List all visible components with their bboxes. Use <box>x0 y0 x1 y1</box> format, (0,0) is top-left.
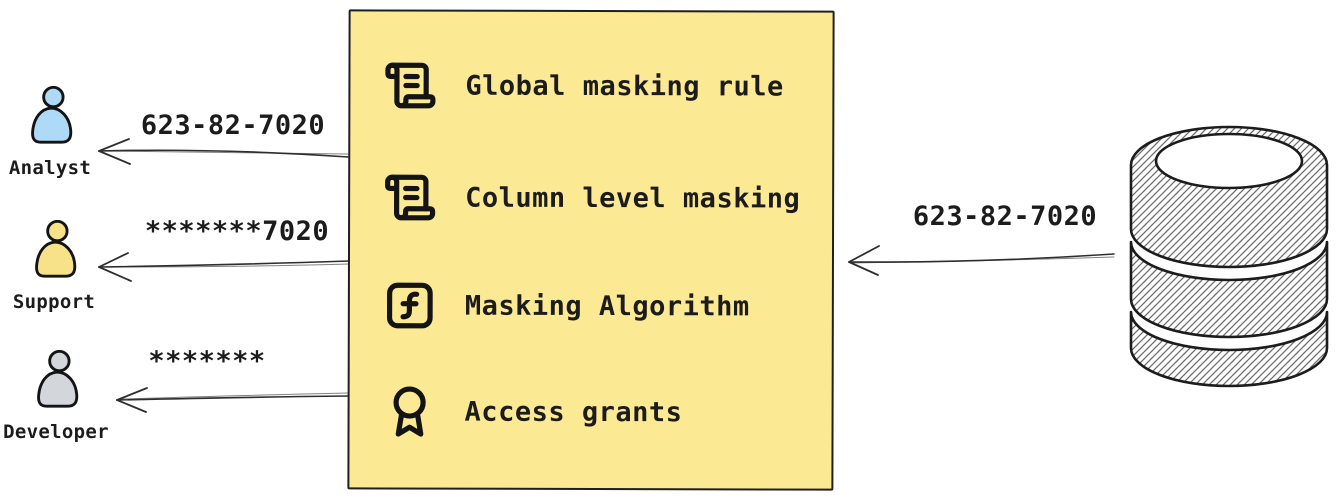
scroll-rule-icon <box>385 174 436 221</box>
support-flow-value: *******7020 <box>144 216 330 247</box>
consumer-support: Support <box>2 220 106 313</box>
scroll-rule-icon <box>385 62 436 109</box>
consumer-label: Analyst <box>8 157 92 179</box>
arrow-to-analyst <box>98 138 349 165</box>
masking-rule-label: Column level masking <box>465 182 801 215</box>
consumer-analyst: Analyst <box>0 86 100 179</box>
arrow-from-database <box>848 245 1115 276</box>
person-icon <box>37 350 79 408</box>
person-icon <box>31 86 73 144</box>
masking-rule-row: Access grants <box>383 383 683 440</box>
masking-rule-label: Masking Algorithm <box>464 290 750 322</box>
consumer-developer: Developer <box>2 350 110 443</box>
arrow-to-support <box>98 252 350 282</box>
masking-rules-box: Global masking rule Column level masking… <box>347 9 835 491</box>
masking-rule-row: Global masking rule <box>383 57 784 114</box>
function-icon <box>386 282 433 329</box>
masking-rule-label: Global masking rule <box>465 70 784 103</box>
masking-rule-label: Access grants <box>464 396 683 428</box>
arrow-to-developer <box>116 387 350 413</box>
person-icon <box>35 220 77 278</box>
award-icon <box>393 386 426 437</box>
masking-rule-row: Masking Algorithm <box>383 277 750 334</box>
consumer-label: Developer <box>3 421 109 443</box>
masking-rule-row: Column level masking <box>383 169 800 226</box>
database-flow-value: 623-82-7020 <box>912 201 1098 232</box>
developer-flow-value: ******* <box>148 346 266 377</box>
analyst-flow-value: 623-82-7020 <box>140 110 326 141</box>
consumer-label: Support <box>12 291 96 313</box>
database-icon <box>1129 125 1329 388</box>
